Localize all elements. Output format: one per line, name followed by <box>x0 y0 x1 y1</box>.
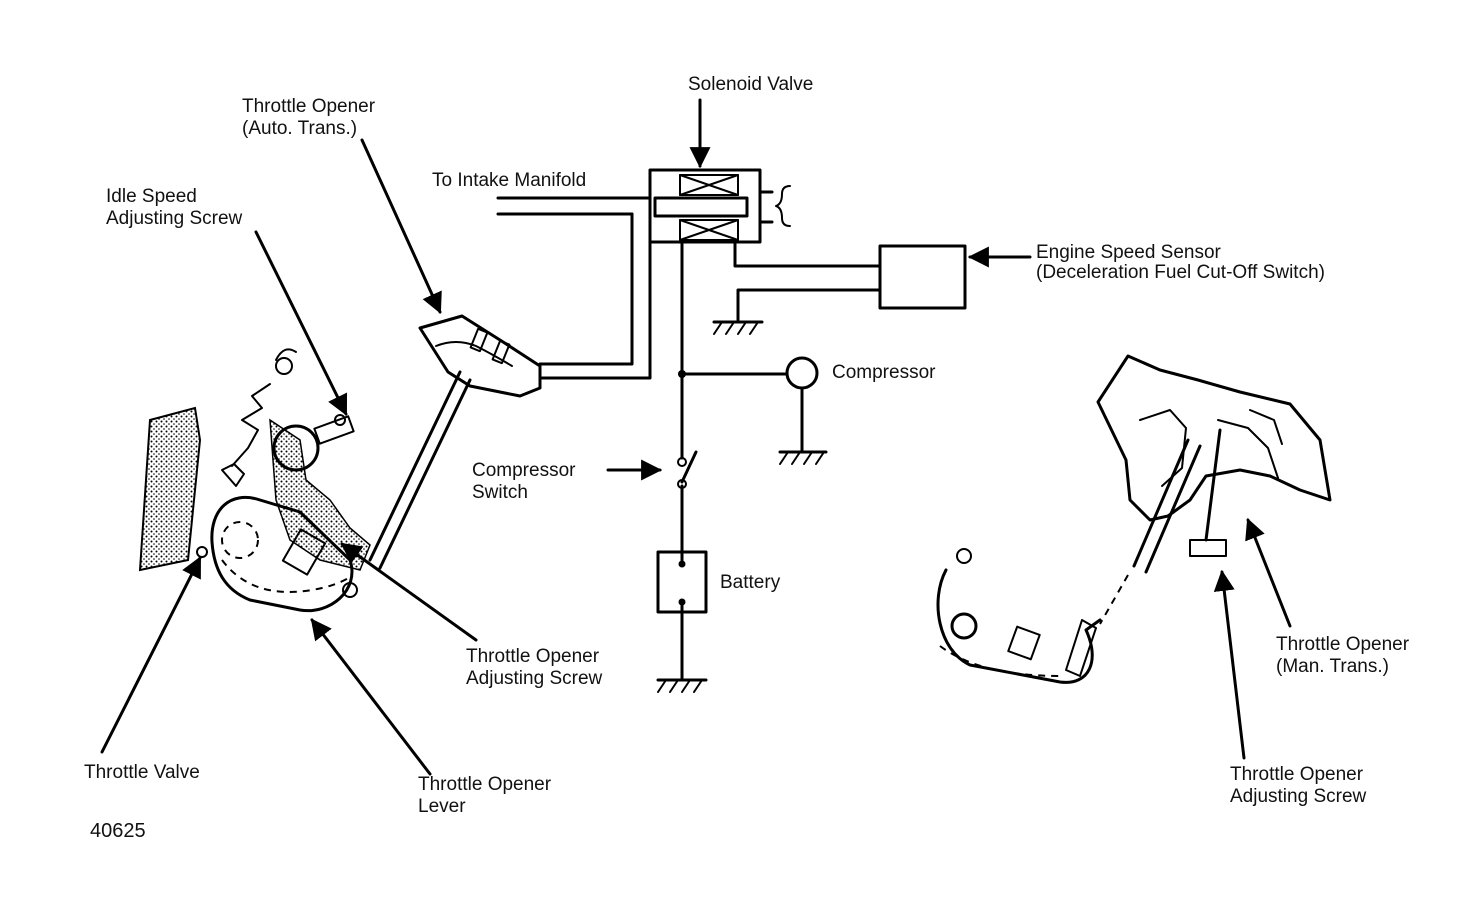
label-opener-adjusting-screw-left-sub: Adjusting Screw <box>466 668 603 689</box>
label-compressor-switch: Compressor <box>472 460 576 481</box>
throttle-opener-auto-body <box>368 314 542 570</box>
throttle-body-right <box>936 354 1332 684</box>
compressor-symbol <box>785 356 819 390</box>
leader-arrow <box>1213 569 1246 760</box>
label-throttle-opener-auto: Throttle Opener <box>242 96 376 117</box>
label-throttle-valve: Throttle Valve <box>84 762 200 783</box>
label-throttle-opener-lever-sub: Lever <box>418 796 466 817</box>
label-opener-adjusting-screw-right-sub: Adjusting Screw <box>1230 786 1367 807</box>
leader-arrow <box>360 138 442 314</box>
compressor-switch-symbol <box>677 450 698 489</box>
throttle-body-left <box>138 348 371 613</box>
label-throttle-opener-man: Throttle Opener <box>1276 634 1410 655</box>
solenoid-valve <box>648 168 791 244</box>
label-opener-adjusting-screw-right: Throttle Opener <box>1230 764 1364 785</box>
leader-arrow <box>1245 518 1292 628</box>
label-throttle-opener-auto-sub: (Auto. Trans.) <box>242 118 358 139</box>
ground-symbol <box>656 678 708 693</box>
label-engine-speed-sensor: Engine Speed Sensor <box>1036 242 1221 263</box>
intake-manifold-pipe <box>496 196 652 216</box>
label-idle-speed-screw: Idle Speed <box>106 186 197 207</box>
label-throttle-opener-lever: Throttle Opener <box>418 774 552 795</box>
label-solenoid-valve: Solenoid Valve <box>688 74 814 95</box>
ground-symbol <box>712 320 764 335</box>
label-throttle-opener-man-sub: (Man. Trans.) <box>1276 656 1389 677</box>
label-battery: Battery <box>720 572 781 593</box>
leader-arrow <box>254 230 348 416</box>
figure-number: 40625 <box>90 820 146 842</box>
leader-arrow <box>100 556 202 754</box>
label-compressor: Compressor <box>832 362 936 383</box>
ground-symbol <box>778 450 828 465</box>
label-compressor-switch-sub: Switch <box>472 482 528 503</box>
wiring <box>678 240 882 680</box>
label-opener-adjusting-screw-left: Throttle Opener <box>466 646 600 667</box>
label-to-intake-manifold: To Intake Manifold <box>432 170 587 191</box>
engine-speed-sensor-box <box>878 244 967 310</box>
battery-symbol <box>656 550 708 614</box>
label-engine-speed-sensor-sub: (Deceleration Fuel Cut-Off Switch) <box>1036 262 1325 283</box>
leader-arrow <box>340 542 478 642</box>
label-idle-speed-screw-sub: Adjusting Screw <box>106 208 243 229</box>
vacuum-hose <box>538 212 652 380</box>
leader-arrow <box>310 618 432 776</box>
